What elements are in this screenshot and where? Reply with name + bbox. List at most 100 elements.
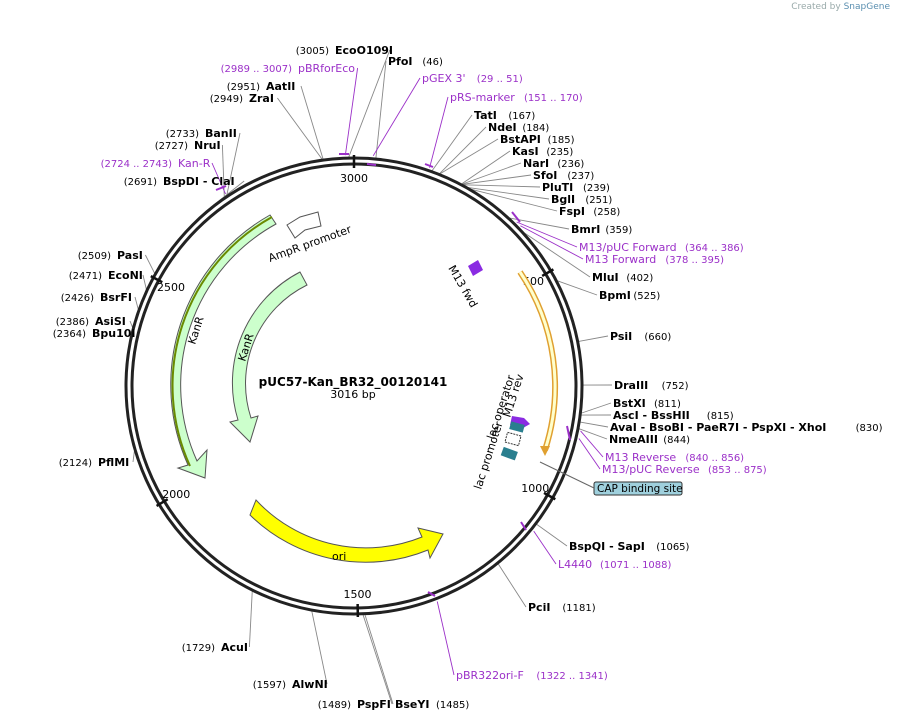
site-leader [431, 114, 473, 171]
restriction-site[interactable]: BstAPI(185) [500, 133, 575, 146]
restriction-site[interactable]: KasI(235) [512, 145, 573, 158]
site-name: BmrI [571, 223, 600, 236]
site-leader [580, 421, 609, 428]
site-leader [134, 296, 139, 310]
site-leader [462, 174, 532, 185]
site-position: (46) [422, 57, 443, 68]
primer-site[interactable]: pBR322ori-F(1322 .. 1341) [456, 669, 608, 682]
restriction-site[interactable]: BanII(2733) [166, 127, 237, 140]
kanr-inner-label: KanR [235, 332, 256, 363]
primer-leader [520, 225, 584, 260]
site-leader [497, 563, 527, 608]
lac-promoter-marker[interactable] [500, 446, 518, 461]
primer-site[interactable]: pBRforEco(2989 .. 3007) [221, 62, 356, 75]
restriction-site[interactable]: AscI - BssHII(815) [613, 409, 734, 422]
primer-site[interactable]: M13 Reverse(840 .. 856) [605, 451, 744, 464]
restriction-site[interactable]: BstXI(811) [613, 397, 681, 410]
restriction-site[interactable]: PspFI(1489) [318, 698, 391, 711]
restriction-site[interactable]: AvaI - BsoBI - PaeR7I - PspXI - XhoI (830… [610, 421, 883, 434]
primer-position: (2724 .. 2743) [101, 159, 173, 170]
primer-name: Kan-R [178, 157, 211, 170]
site-name: BanII [205, 127, 237, 140]
restriction-site[interactable]: BmrI(359) [571, 223, 632, 236]
site-name: NruI [194, 139, 221, 152]
m13-fwd-marker[interactable] [468, 260, 483, 276]
lac-operator-marker[interactable] [509, 421, 525, 433]
site-name: PspFI [357, 698, 391, 711]
primer-site[interactable]: M13/pUC Forward(364 .. 386) [579, 241, 744, 254]
restriction-site[interactable]: PsiI(660) [610, 330, 671, 343]
site-position: (660) [644, 332, 671, 343]
primer-site[interactable]: Kan-R (2724 .. 2743) [101, 157, 211, 170]
kanr-inner-arrow[interactable] [229, 271, 308, 443]
site-position: (3005) [296, 46, 329, 57]
site-name: BseYI [395, 698, 429, 711]
snapgene-credit: Created by SnapGene [791, 2, 890, 12]
primer-site[interactable]: L4440(1071 .. 1088) [558, 558, 672, 571]
plasmid-length: 3016 bp [330, 388, 375, 401]
site-position: (2949) [210, 94, 243, 105]
ampr-promoter-arrow[interactable] [286, 211, 322, 239]
restriction-site[interactable]: ZraI(2949) [210, 92, 274, 105]
site-leader [142, 274, 147, 290]
primer-position: (151 .. 170) [524, 93, 583, 104]
site-position: (752) [662, 381, 689, 392]
restriction-site[interactable]: NruI(2727) [155, 139, 221, 152]
restriction-site[interactable]: BsrFI(2426) [61, 291, 132, 304]
orf-arc-arrowhead [540, 446, 550, 456]
ori-label: ori [332, 550, 346, 563]
site-position: (830) [856, 423, 883, 434]
site-leader [221, 144, 225, 198]
site-position: (167) [508, 111, 535, 122]
restriction-site[interactable]: Bpu10I(2364) [53, 327, 136, 340]
ori-arrow[interactable] [249, 499, 444, 563]
site-position: (184) [522, 123, 549, 134]
restriction-site[interactable]: PasI(2509) [78, 249, 143, 262]
kanr-outer-highlight [171, 216, 273, 467]
site-leader [471, 188, 558, 212]
restriction-site[interactable]: BspQI - SapI(1065) [569, 540, 690, 553]
site-leader [578, 335, 609, 342]
site-leader [523, 232, 591, 278]
site-name: NarI [523, 157, 549, 170]
site-name: BglI [551, 193, 575, 206]
restriction-site[interactable]: TatI(167) [474, 109, 535, 122]
lac-hatch-marker [504, 431, 522, 447]
site-name: AvaI - BsoBI - PaeR7I - PspXI - XhoI [610, 421, 826, 434]
restriction-site[interactable]: NmeAIII(844) [609, 433, 690, 446]
restriction-site[interactable]: PciI(1181) [528, 601, 596, 614]
primer-site[interactable]: M13 Forward(378 .. 395) [585, 253, 724, 266]
restriction-site[interactable]: BspDI - ClaI(2691) [124, 175, 235, 188]
restriction-site[interactable]: EcoNI(2471) [69, 269, 143, 282]
primer-site[interactable]: M13/pUC Reverse(853 .. 875) [602, 463, 767, 476]
restriction-site[interactable]: BpmI(525) [599, 289, 660, 302]
primer-position: (29 .. 51) [477, 74, 523, 85]
site-leader [362, 614, 393, 705]
restriction-site[interactable]: AatII(2951) [227, 80, 296, 93]
kanr-outer-arrow[interactable] [170, 214, 277, 479]
restriction-site[interactable]: DraIII (752) [614, 379, 689, 392]
restriction-site[interactable]: NarI(236) [523, 157, 584, 170]
restriction-site[interactable]: BglI(251) [551, 193, 612, 206]
primer-leader [436, 601, 455, 676]
restriction-site[interactable]: FspI(258) [559, 205, 620, 218]
restriction-site[interactable]: BseYI(1485) [395, 698, 469, 711]
primer-position: (1322 .. 1341) [536, 671, 608, 682]
restriction-site[interactable]: PflMI(2124) [59, 456, 130, 469]
site-name: EcoNI [108, 269, 143, 282]
restriction-site[interactable]: AlwNI(1597) [253, 678, 328, 691]
primer-site[interactable]: pRS-marker(151 .. 170) [450, 91, 583, 104]
restriction-site[interactable]: PfoI(46) [388, 55, 443, 68]
site-leader [144, 254, 156, 274]
restriction-site[interactable]: SfoI(237) [533, 169, 594, 182]
restriction-site[interactable]: AcuI(1729) [182, 641, 248, 654]
restriction-site[interactable]: MluI(402) [592, 271, 653, 284]
restriction-site[interactable]: PluTI(239) [542, 181, 610, 194]
site-name: DraIII [614, 379, 648, 392]
restriction-site[interactable]: EcoO109I(3005) [296, 44, 393, 57]
primer-site[interactable]: pGEX 3'(29 .. 51) [422, 72, 523, 85]
orf-arc-fill[interactable] [518, 271, 557, 451]
restriction-site[interactable]: AsiSI(2386) [56, 315, 126, 328]
restriction-site[interactable]: NdeI(184) [488, 121, 549, 134]
cap-binding-site-box[interactable] [593, 481, 683, 496]
